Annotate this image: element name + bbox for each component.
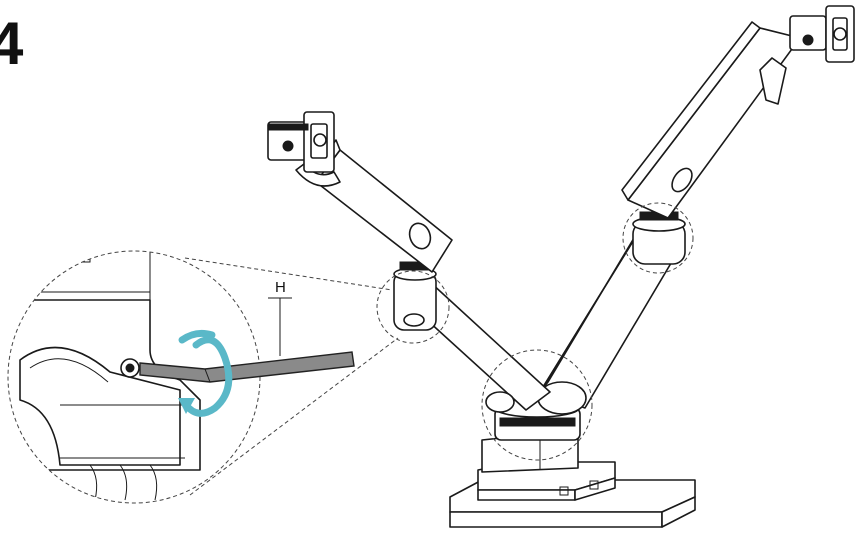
left-vesa-head: [267, 111, 335, 173]
right-upper-arm: [621, 21, 801, 219]
detail-circle-right-elbow: [622, 202, 694, 274]
rotation-arrow-path: [182, 336, 233, 417]
detail-circle-base: [481, 349, 593, 461]
zoom-detail: [7, 250, 399, 504]
hex-key: H: [139, 279, 355, 383]
left-elbow-joint: [393, 261, 437, 331]
right-elbow-joint: [632, 211, 686, 265]
rotation-arrow-head: [178, 398, 195, 414]
part-label-h: H: [275, 279, 286, 296]
step-number: 4: [0, 10, 24, 77]
detail-circle-left-elbow: [376, 270, 450, 344]
rotation-arrow: [178, 329, 233, 417]
right-vesa-head: [789, 5, 855, 63]
right-lower-arm: [537, 227, 681, 415]
clamp-base: [477, 429, 616, 501]
